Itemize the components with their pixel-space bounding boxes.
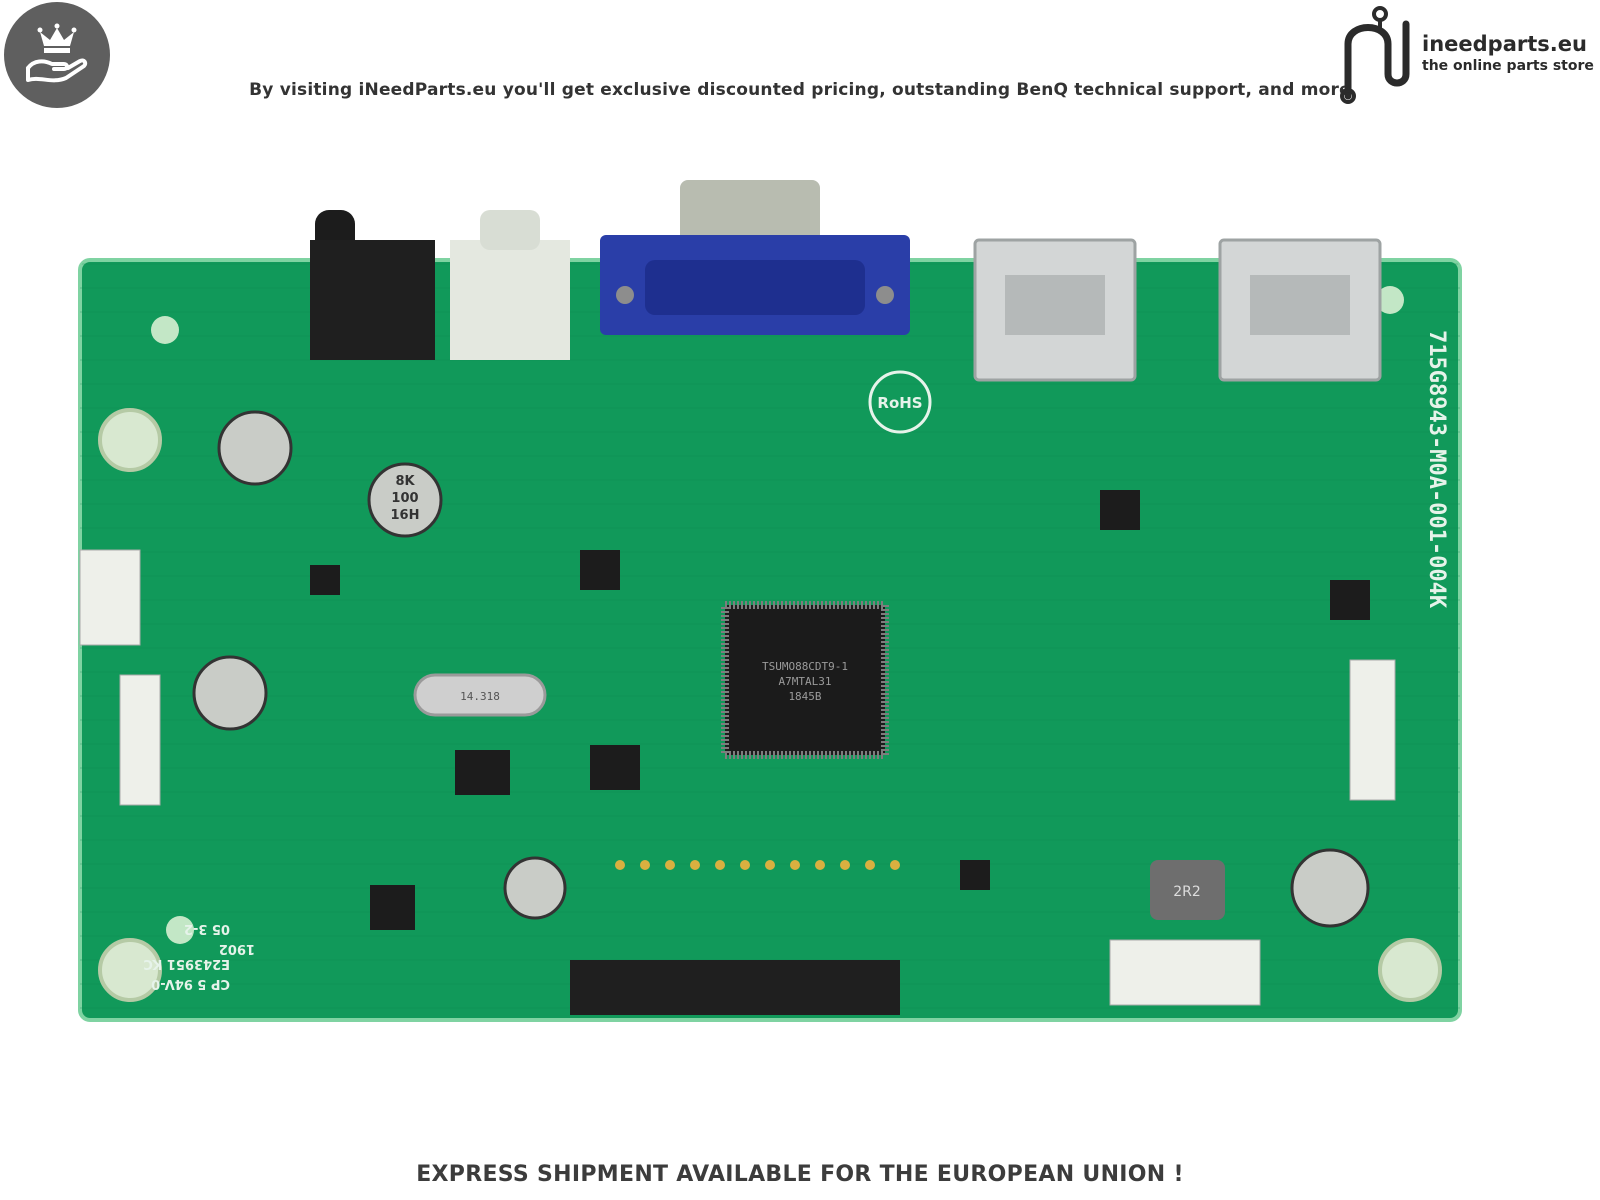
crystal-oscillator [413,673,547,717]
svg-text:16H: 16H [391,508,420,523]
svg-text:8K: 8K [395,474,415,489]
audio-jack-black [310,240,435,360]
svg-text:A7MTAL31: A7MTAL31 [779,675,832,688]
svg-text:05 3-2: 05 3-2 [184,921,230,936]
logo-subtitle: the online parts store [1422,58,1594,74]
svg-text:CP 5 94V-0: CP 5 94V-0 [151,976,230,991]
promo-tagline: By visiting iNeedParts.eu you'll get exc… [249,80,1351,100]
logo-circuit-icon [1340,6,1410,104]
board-part-number: 715G8943-M0A-001-004K [1424,330,1449,609]
crown-hand-icon [26,23,88,83]
connector-cn701 [1109,939,1261,1006]
svg-text:TSUMO88CDT9-1: TSUMO88CDT9-1 [762,660,848,673]
main-ic-chip [721,601,889,759]
svg-text:14.318: 14.318 [460,690,500,703]
crown-badge [4,2,110,108]
inductor [1150,860,1225,920]
connector-cn401 [1349,659,1396,801]
shipping-banner: EXPRESS SHIPMENT AVAILABLE FOR THE EUROP… [416,1162,1184,1187]
pin-header-connector [570,960,900,1015]
svg-text:100: 100 [391,491,418,506]
rohs-mark: RoHS [877,394,922,412]
svg-text:1845B: 1845B [788,690,821,703]
connector-cn760 [119,674,161,806]
pcb-board-photo: RoHS 715G8943-M0A-001-004K TSUMO88CDT9-1… [78,180,1462,1022]
connector-cn603 [79,549,141,646]
ineedparts-logo[interactable]: ineedparts.eu the online parts store [1338,4,1594,104]
svg-text:1902: 1902 [219,941,255,956]
audio-jack-white [450,240,570,360]
capacitors [192,410,1370,928]
mounting-holes [98,408,1442,1002]
logo-name: ineedparts.eu [1422,32,1587,56]
svg-text:2R2: 2R2 [1173,884,1201,900]
svg-text:E243951 KC: E243951 KC [143,956,230,971]
